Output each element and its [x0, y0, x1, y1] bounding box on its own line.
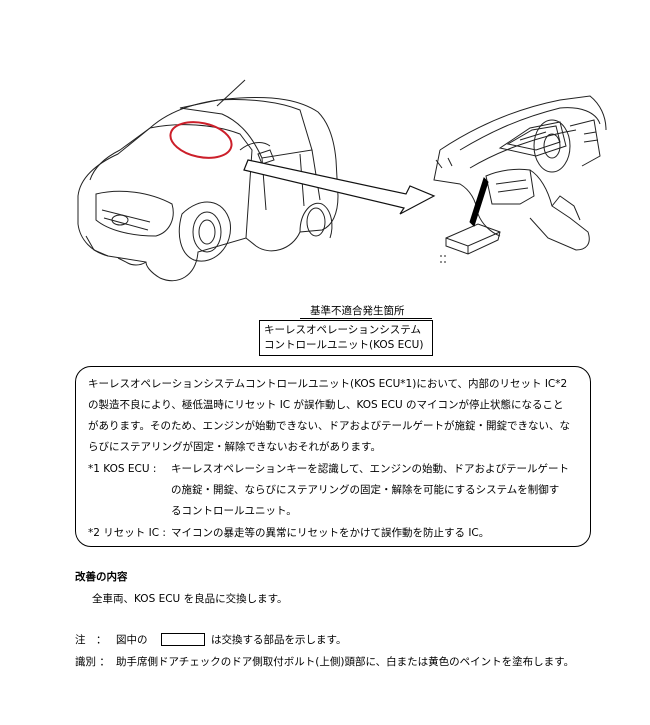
notice-line-3: があります。そのため、エンジンが始動できない、ドアおよびテールゲートが施錠・開錠…	[88, 420, 570, 432]
kos-ecu-module	[440, 223, 501, 263]
component-label-box: キーレスオペレーションシステム コントロールユニット(KOS ECU)	[259, 320, 433, 356]
remedy-heading: 改善の内容	[75, 571, 128, 583]
component-label-line2: コントロールユニット(KOS ECU)	[264, 339, 424, 351]
footnote-1-line-2: の施錠・開錠、ならびにステアリングの固定・解除を可能にするシステムを制御す	[171, 484, 560, 496]
remedy-text: 全車両、KOS ECU を良品に交換します。	[92, 593, 288, 605]
car-drawing	[77, 97, 339, 282]
footnote-1-term: *1 KOS ECU :	[88, 463, 157, 475]
replaced-part-swatch	[161, 633, 205, 646]
note-term: 注 ：	[75, 634, 107, 646]
vehicle-illustration	[77, 79, 607, 282]
note-before: 図中の	[116, 634, 148, 646]
notice-line-2: の製造不良により、極低温時にリセット IC が誤作動し、KOS ECU のマイコ…	[88, 399, 564, 411]
footnote-1-line-3: るコントロールユニット。	[171, 505, 297, 517]
leader-line	[216, 79, 246, 107]
notice-box	[75, 366, 591, 547]
identification-term: 識別 ：	[75, 656, 110, 668]
footnote-1-line-1: キーレスオペレーションキーを認識して、エンジンの始動、ドアおよびテールゲート	[171, 463, 569, 475]
footnote-2-text: マイコンの暴走等の異常にリセットをかけて誤作動を防止する IC。	[171, 527, 490, 539]
site-label-underline	[300, 318, 432, 319]
highlight-ellipse	[169, 121, 233, 159]
site-label: 基準不適合発生箇所	[310, 305, 405, 317]
identification-text: 助手席側ドアチェックのドア側取付ボルト(上側)頭部に、白または黄色のペイントを塗…	[116, 656, 575, 668]
notice-line-1: キーレスオペレーションシステムコントロールユニット(KOS ECU*1)において…	[88, 378, 568, 390]
footnote-2-term: *2 リセット IC :	[88, 527, 166, 539]
dashboard-drawing	[433, 95, 607, 251]
component-label-line1: キーレスオペレーションシステム	[264, 324, 421, 336]
arrow-shape	[243, 159, 436, 215]
note-after: は交換する部品を示します。	[211, 634, 347, 646]
notice-line-4: らびにステアリングが固定・解除できないおそれがあります。	[88, 441, 381, 453]
pointer-wedge	[469, 177, 489, 227]
